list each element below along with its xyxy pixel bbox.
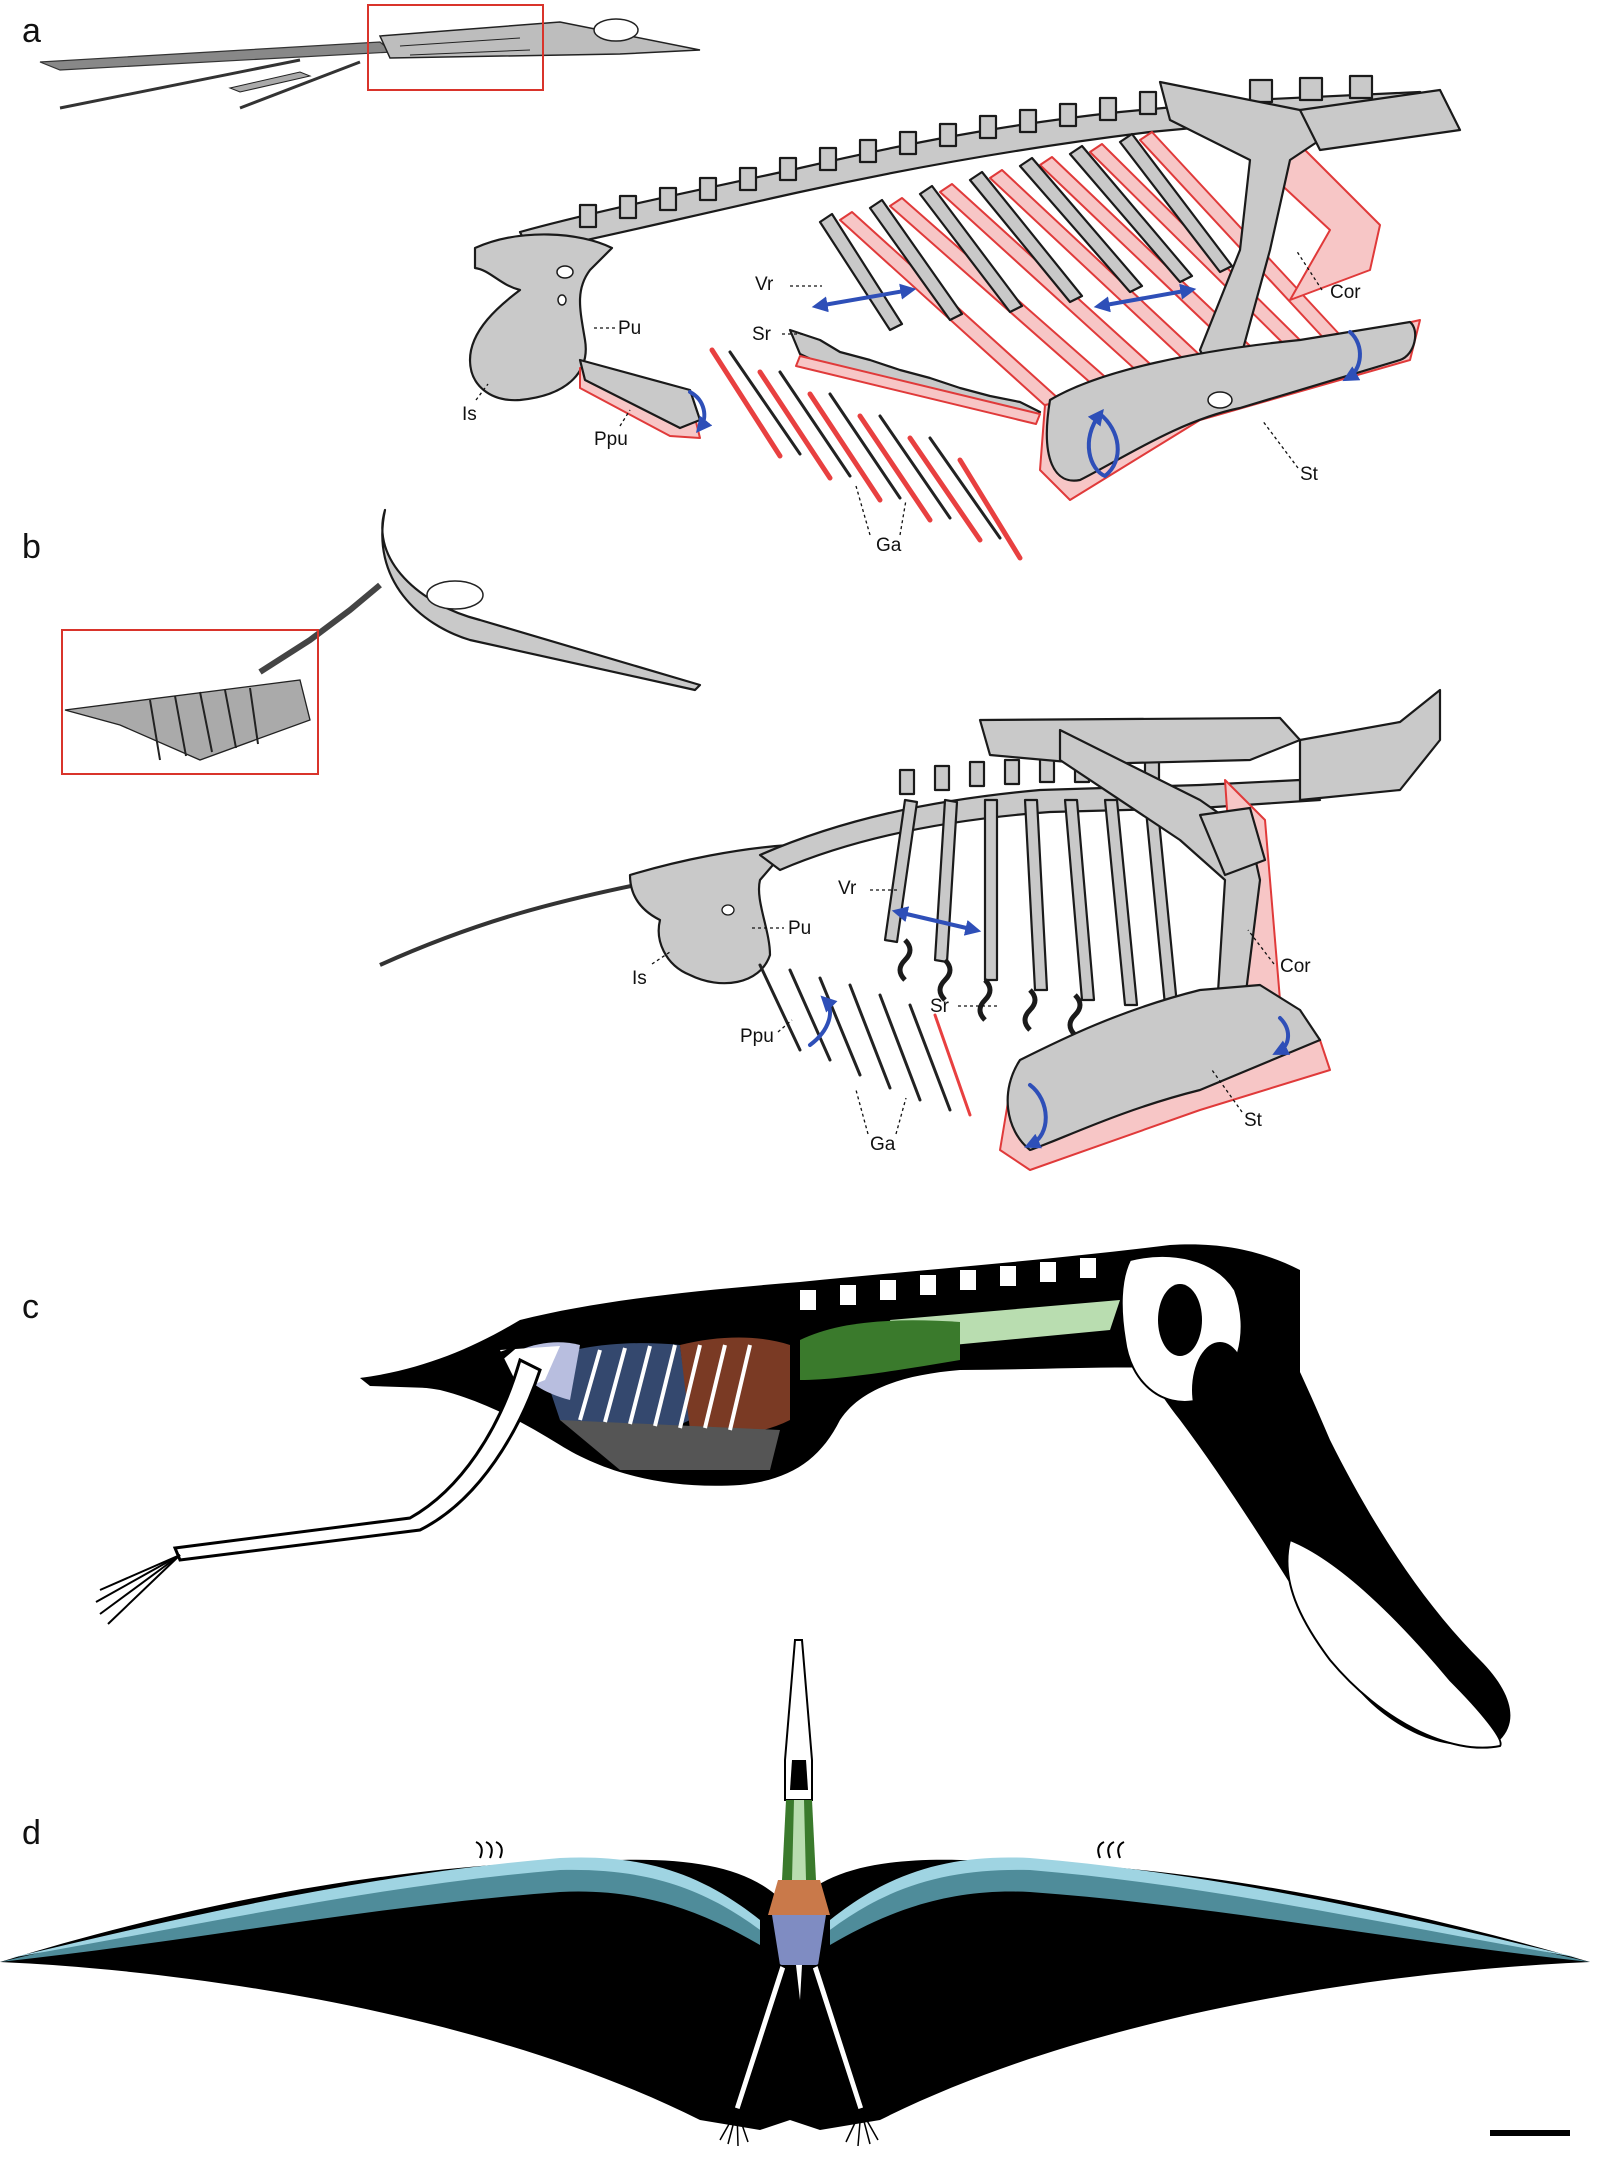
right-hindlimb-d: [811, 1963, 865, 2111]
neural-spines-a: [578, 74, 1374, 229]
hindlimb-c: [172, 1357, 542, 1562]
prepubis-a: [578, 358, 702, 430]
ventral-sac-c: [560, 1420, 780, 1470]
sternal-ribs-b: [897, 938, 1083, 1037]
label-cor-b: Cor: [1280, 956, 1311, 977]
vertebrae-c: [800, 1258, 1096, 1310]
ribs-c: [578, 1344, 752, 1431]
skull-fenestra-d: [790, 1760, 808, 1790]
inset-box-b: [61, 629, 319, 775]
pelvis-b: [628, 843, 792, 985]
panel-letter-b: b: [22, 528, 41, 566]
right-wing-bones-d: [830, 1861, 1590, 1962]
label-is-a: Is: [462, 404, 477, 425]
label-sr-b: Sr: [930, 996, 950, 1017]
label-cor-a: Cor: [1330, 282, 1361, 303]
scapula-b: [978, 716, 1302, 766]
panel-letter-c: c: [22, 1288, 39, 1326]
gastralia-b: [758, 963, 972, 1117]
label-st-b: St: [1244, 1110, 1263, 1131]
pelvis-a: [468, 233, 614, 402]
feet-d: [719, 2109, 879, 2147]
label-sr-a: Sr: [752, 324, 772, 345]
neck-vertebrae-d: [792, 1800, 806, 1880]
label-vr-a: Vr: [755, 274, 774, 295]
label-ppu-b: Ppu: [740, 1026, 774, 1047]
panel-letter-d: d: [22, 1814, 41, 1852]
left-wing-bones-d: [0, 1861, 760, 1962]
thorax-brown-d: [768, 1880, 830, 1915]
label-st-a: St: [1300, 464, 1319, 485]
tail-c: [360, 1345, 520, 1388]
ribs-b: [883, 798, 1179, 1007]
wing-membrane-d: [0, 1859, 1590, 2130]
label-pu-b: Pu: [788, 918, 811, 939]
panel-c: c: [22, 1244, 1511, 1749]
panel-a: a: [22, 4, 1462, 561]
inset-skeleton-b: [64, 508, 702, 761]
thorax-blue-d: [772, 1915, 826, 1965]
anterior-air-sac-c: [800, 1320, 960, 1380]
inset-skeleton-a: [39, 18, 701, 110]
tail-b: [379, 878, 661, 967]
label-vr-b: Vr: [838, 878, 857, 899]
inset-box-a: [367, 4, 544, 91]
left-hindlimb-d: [733, 1963, 787, 2111]
motion-arrows-a: [688, 283, 1362, 479]
label-is-b: Is: [632, 968, 647, 989]
label-ga-b: Ga: [870, 1134, 896, 1155]
gastralia-a: [709, 347, 1023, 561]
panel-d: d: [0, 1639, 1590, 2147]
lower-jaw-c: [1286, 1538, 1502, 1749]
claws-d: [475, 1841, 1125, 1859]
label-ppu-a: Ppu: [594, 429, 628, 450]
panel-b: b: [22, 508, 1442, 1171]
label-pu-a: Pu: [618, 318, 641, 339]
foot-c: [95, 1554, 181, 1625]
motion-arrows-b: [808, 906, 1291, 1149]
label-ga-a: Ga: [876, 535, 902, 556]
tail-d: [796, 1965, 802, 2000]
panel-letter-a: a: [22, 12, 41, 50]
scale-bar: [1490, 2130, 1570, 2136]
sternum-b: [1006, 983, 1322, 1152]
